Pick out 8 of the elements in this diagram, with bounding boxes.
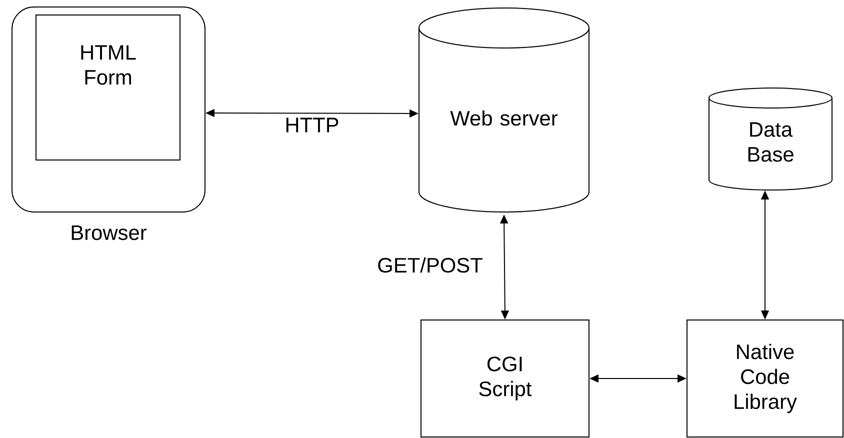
- process-box: HTML Form: [36, 14, 180, 160]
- edge-label: GET/POST: [376, 256, 484, 274]
- database-cylinder: Web server: [418, 8, 590, 212]
- process-box: Native Code Library: [686, 320, 844, 438]
- node-label: Browser: [72, 225, 147, 240]
- database-cylinder: Data Base: [708, 88, 832, 190]
- edge-label: HTTP: [284, 116, 340, 134]
- process-box: CGI Script: [420, 320, 590, 438]
